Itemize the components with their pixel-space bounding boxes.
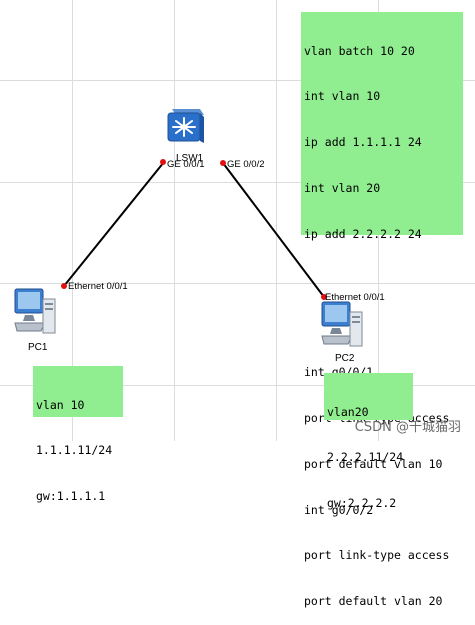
port-dot-lsw1-ge002 bbox=[220, 160, 226, 166]
link-lsw1-pc1[interactable] bbox=[63, 161, 165, 287]
lsw1-port-left-label: GE 0/0/1 bbox=[167, 159, 205, 170]
note-line: ip add 2.2.2.2 24 bbox=[304, 227, 422, 242]
grid-line bbox=[276, 0, 277, 441]
pc2-port-label: Ethernet 0/0/1 bbox=[325, 292, 385, 303]
note-line: vlan batch 10 20 bbox=[304, 43, 415, 58]
watermark: CSDN @千城猫羽 bbox=[354, 420, 461, 435]
note-line: port default vlan 20 bbox=[304, 594, 443, 609]
link-lsw1-pc2[interactable] bbox=[222, 162, 325, 298]
grid-line bbox=[174, 0, 175, 441]
note-line: gw:2.2.2.2 bbox=[327, 496, 397, 511]
pc2-label: PC2 bbox=[335, 353, 355, 364]
pc2-computer-icon[interactable] bbox=[320, 298, 366, 355]
grid-line bbox=[72, 0, 73, 441]
switch-config-note[interactable]: vlan batch 10 20 int vlan 10 ip add 1.1.… bbox=[301, 12, 463, 608]
lsw1-switch-icon[interactable] bbox=[166, 105, 206, 150]
note-line bbox=[304, 319, 460, 334]
lsw1-port-right-label: GE 0/0/2 bbox=[227, 159, 265, 170]
pc2-config-note[interactable]: vlan20 2.2.2.11/24 gw:2.2.2.2 bbox=[324, 373, 413, 510]
port-dot-pc2-eth bbox=[321, 294, 327, 300]
note-line: vlan20 bbox=[327, 404, 369, 419]
topology-links bbox=[63, 161, 325, 298]
pc1-port-label: Ethernet 0/0/1 bbox=[68, 281, 128, 292]
port-dot-lsw1-ge001 bbox=[160, 159, 166, 165]
note-line: gw:1.1.1.1 bbox=[36, 489, 106, 504]
note-line bbox=[304, 273, 460, 288]
note-line: port link-type access bbox=[304, 548, 450, 563]
pc1-config-note[interactable]: vlan 10 1.1.1.11/24 gw:1.1.1.1 bbox=[33, 366, 123, 503]
note-line: int vlan 10 bbox=[304, 89, 381, 104]
pc1-label: PC1 bbox=[28, 342, 48, 353]
pc1-computer-icon[interactable] bbox=[13, 285, 59, 342]
lsw1-label: LSW1 bbox=[176, 153, 204, 164]
port-dot-pc1-eth bbox=[61, 283, 67, 289]
grid-line bbox=[0, 283, 475, 284]
grid-line bbox=[0, 385, 475, 386]
note-line: 2.2.2.11/24 bbox=[327, 450, 404, 465]
grid-line bbox=[0, 80, 475, 81]
note-line: 1.1.1.11/24 bbox=[36, 443, 113, 458]
note-line: ip add 1.1.1.1 24 bbox=[304, 135, 422, 150]
note-line: int vlan 20 bbox=[304, 181, 381, 196]
note-line: vlan 10 bbox=[36, 397, 85, 412]
